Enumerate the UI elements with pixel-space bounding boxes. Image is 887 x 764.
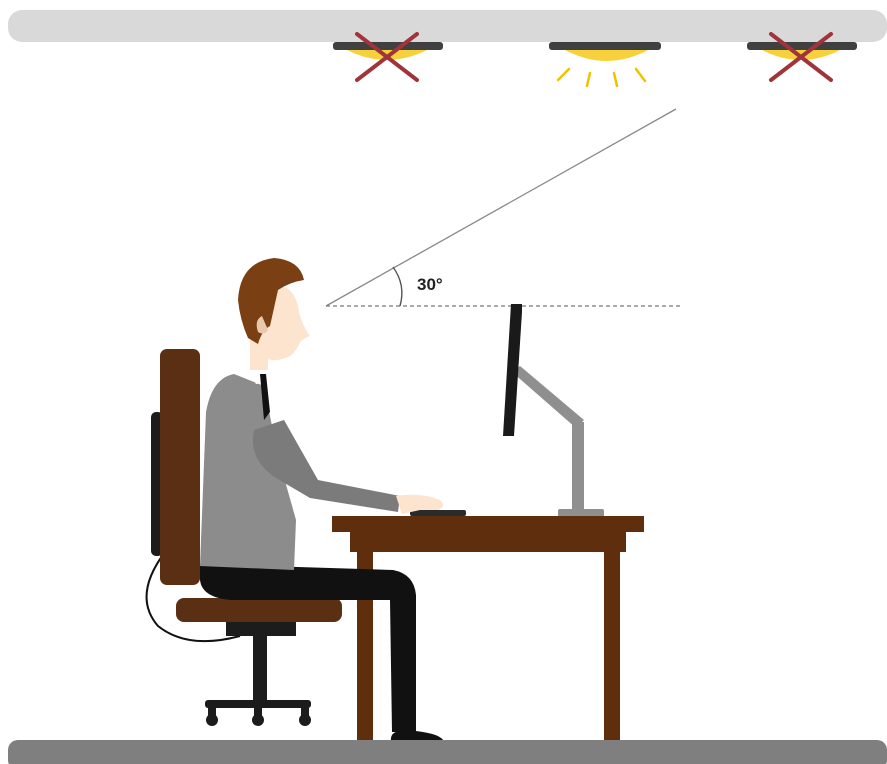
monitor-arm-link [512, 366, 584, 428]
lamp-center-housing [549, 42, 661, 50]
lamp-right-housing [747, 42, 857, 50]
keyboard [410, 510, 466, 516]
desk-leg-right [604, 552, 620, 758]
lamp-center [549, 42, 661, 86]
sight-line-upper [326, 109, 676, 306]
seated-person [200, 258, 444, 748]
desk [332, 516, 644, 758]
angle-arc [393, 267, 402, 306]
monitor-arm-post [572, 422, 584, 512]
chair-base [205, 700, 311, 708]
chair-seat [176, 598, 342, 622]
desk-top [332, 516, 644, 532]
ceiling-bar [8, 10, 887, 42]
lamp-center-light [565, 50, 648, 61]
chair-column [253, 636, 267, 702]
chair-casters [206, 708, 311, 726]
light-rays-icon [558, 69, 645, 86]
lamp-left-housing [333, 42, 443, 50]
chair-backrest [160, 349, 200, 585]
angle-label: 30° [417, 275, 443, 294]
desk-apron [350, 532, 626, 552]
chair-seat-base [226, 622, 296, 636]
monitor [503, 304, 604, 518]
floor-bar [8, 740, 887, 764]
